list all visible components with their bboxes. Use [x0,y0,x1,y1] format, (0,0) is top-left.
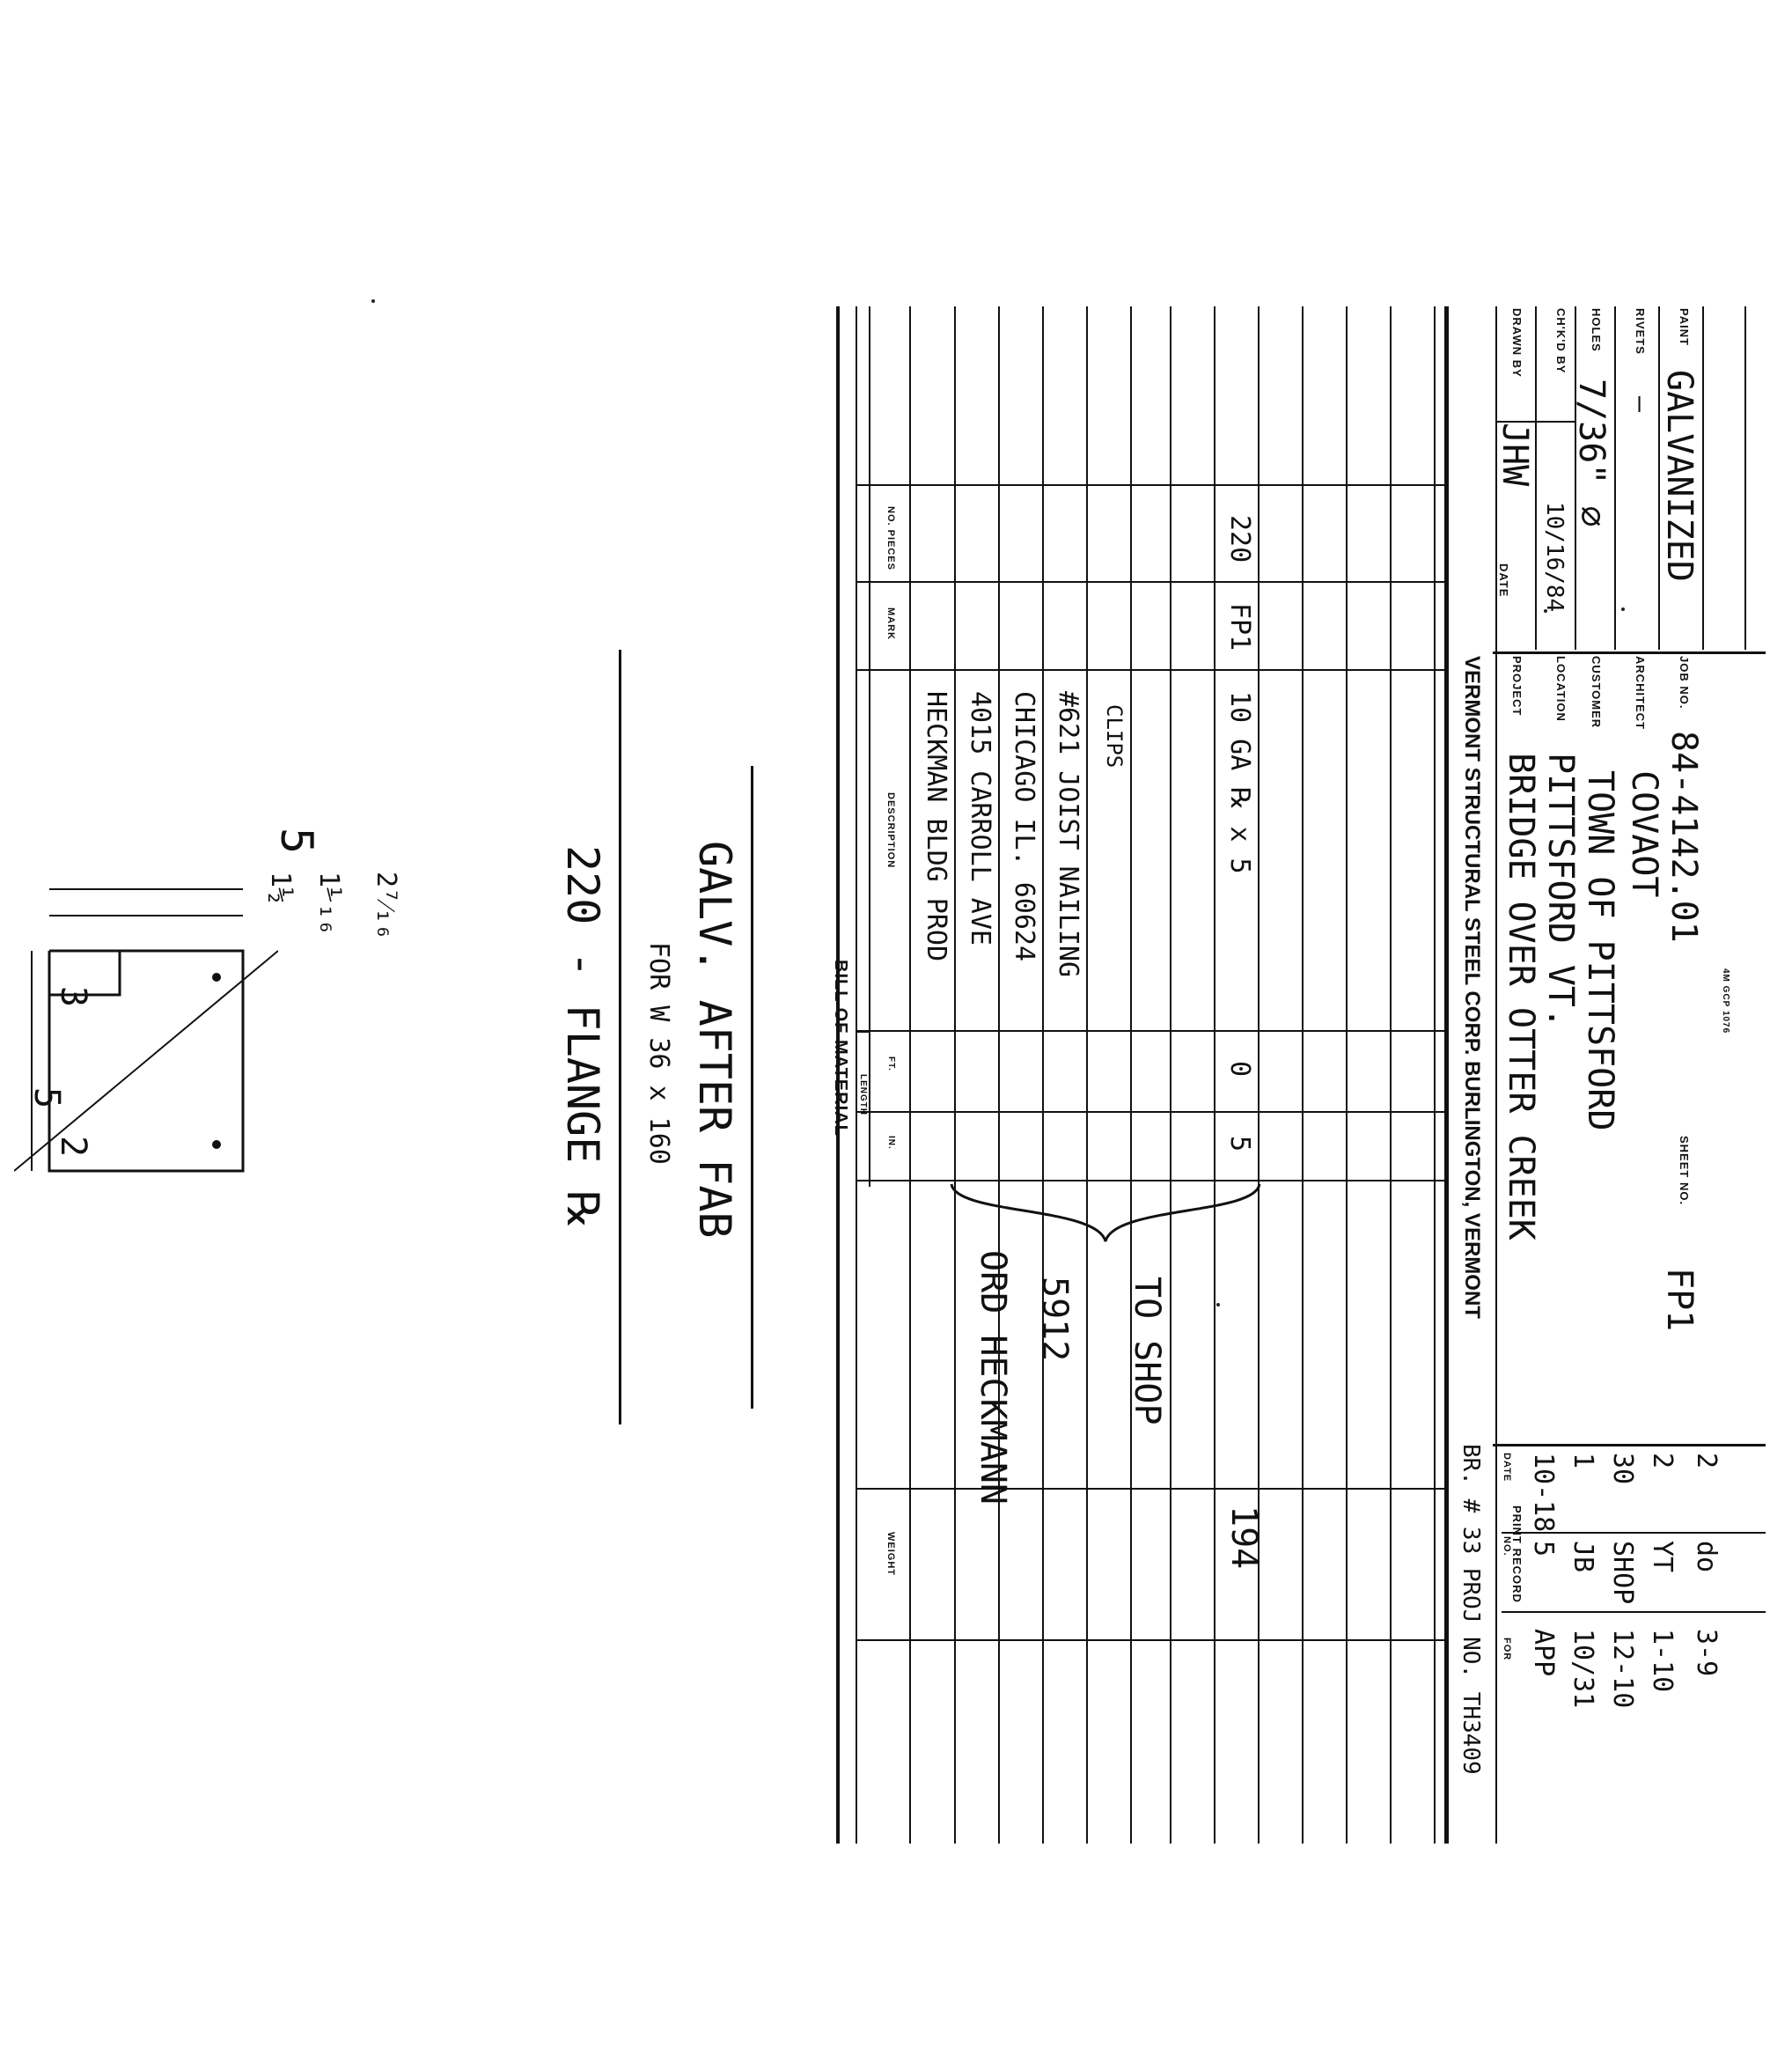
sheet-label: SHEET NO. [1678,1136,1691,1206]
annotation-line2: 5912 [1034,1277,1075,1362]
print-record-no-header: NO. [1502,1536,1512,1557]
company-line: VERMONT STRUCTURAL STEEL CORP. BURLINGTO… [1460,656,1484,1319]
paint-label: PAINT [1678,308,1691,347]
location-value: PITTSFORD VT. [1540,753,1581,1029]
architect-value: COVAOT [1624,770,1664,898]
bom-row-pieces: 220 [1224,515,1255,563]
bom-row-mark: FP1 [1224,603,1255,651]
drawn-by-label: DRAWN BY [1510,308,1524,378]
print-record-cell: 10/31 [1568,1629,1598,1709]
title-block-top-rule [1495,306,1497,1844]
project-value: BRIDGE OVER OTTER CREEK [1501,753,1541,1240]
dim-b: 1⅟₁₆ [313,872,344,936]
bom-row-in: 5 [1224,1136,1255,1152]
bom-title: BILL OF MATERIAL [831,960,850,1137]
dim-a: 1½ [265,872,296,904]
job-label: JOB NO. [1678,656,1691,710]
bolt-hole-icon [212,973,221,982]
chkd-label: CH'K'D BY [1554,308,1568,374]
annotation-line3: TO SHOP [1127,1277,1167,1425]
rivets-value: — [1625,396,1656,413]
bolt-hole-icon [212,1140,221,1149]
date-label: DATE [1497,563,1510,598]
dim-c: 2⁷⁄₁₆ [371,872,401,940]
print-record-cell: 12-10 [1607,1629,1638,1709]
print-record-cell: 5 [1528,1541,1559,1557]
col-mark: MARK [885,607,896,640]
col-in: IN. [886,1136,896,1150]
bom-row-desc: #621 JOIST NAILING [1053,691,1083,978]
print-record-cell: SHOP [1607,1541,1638,1605]
sketch-subtitle: FOR W 36 x 160 [643,942,674,1165]
brace-mark [950,1183,1261,1242]
col-ft: FT. [886,1056,896,1071]
col-pieces: NO. PIECES [885,506,896,570]
print-record-cell: JB [1568,1541,1598,1573]
holes-label: HOLES [1590,308,1603,352]
location-label: LOCATION [1554,656,1568,722]
print-record-cell: 1 [1568,1453,1598,1469]
bom-row-desc: 4015 CARROLL AVE [965,691,995,946]
sketch-rule-top [619,650,621,1424]
rivets-label: RIVETS [1634,308,1647,355]
dim-upper: 3 [53,986,93,1008]
bom-row-desc: HECKMAN BLDG PROD [921,691,951,962]
print-record-cell: YT [1647,1541,1678,1573]
drawn-date: 10/16/84 [1541,502,1568,613]
print-record-cell: APP [1528,1629,1559,1677]
print-record-date-header: DATE [1502,1453,1512,1483]
print-record-title: PRINT RECORD [1510,1505,1524,1603]
holes-value: 7/36" ⌀ [1571,379,1612,527]
print-record-cell: 2 [1691,1453,1722,1469]
bom-row-desc: CHICAGO IL. 60624 [1009,691,1039,962]
sketch-rule-bottom [751,766,753,1409]
print-record-cell: 30 [1607,1453,1638,1485]
annotation-line1: ORD HECKMANN [973,1250,1013,1505]
form-code: 4M GCP 1076 [1721,968,1730,1034]
print-record-cell: 3-9 [1691,1629,1722,1677]
bom-row-weight: 194 [1223,1505,1264,1570]
customer-value: TOWN OF PITTSFORD [1580,770,1620,1131]
print-record-cell: 1-10 [1647,1629,1678,1693]
plate-sketch [14,888,278,1173]
col-weight: WEIGHT [885,1532,896,1576]
print-record-cell: do [1691,1541,1722,1573]
project-label: PROJECT [1510,656,1524,717]
drawn-by: JHW [1495,423,1535,487]
customer-label: CUSTOMER [1590,656,1603,729]
print-record-cell: 2 [1647,1453,1678,1469]
sheet-value: FP1 [1659,1268,1700,1332]
project-ref: BR. # 33 PROJ NO. TH3409 [1458,1444,1484,1775]
dim-lower: 2 [53,1136,93,1158]
paint-value: GALVANIZED [1659,370,1700,582]
dim-overall-w: 5 [271,828,322,855]
col-description: DESCRIPTION [885,792,896,869]
print-record-cell: 10-18 [1528,1453,1559,1533]
bom-row-desc: CLIPS [1102,704,1127,769]
dim-overall-h: 5 [26,1087,67,1109]
print-record-for-header: FOR [1502,1638,1512,1661]
job-value: 84-4142.01 [1663,731,1704,943]
sketch-note: GALV. AFTER FAB [689,841,740,1239]
bom-row-ft: 0 [1224,1061,1255,1078]
architect-label: ARCHITECT [1634,656,1647,731]
col-length: LENGTH [858,1074,868,1116]
sketch-title: 220 - FLANGE ℞ [557,845,608,1230]
bom-row-desc: 10 GA ℞ x 5 [1224,691,1255,874]
